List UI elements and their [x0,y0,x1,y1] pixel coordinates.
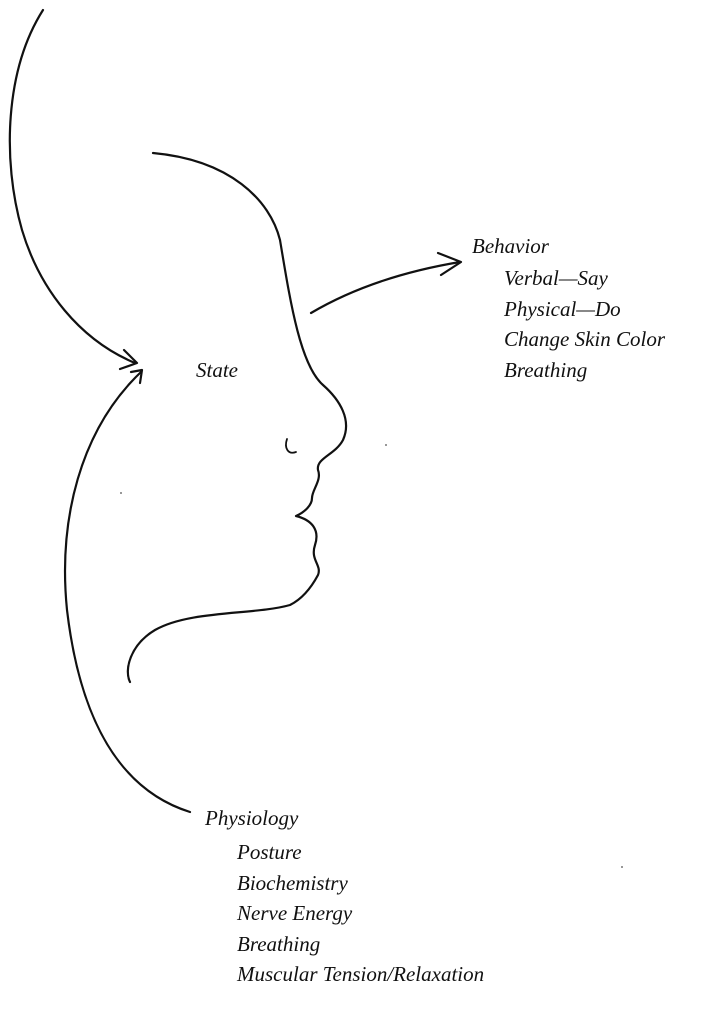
behavior-item: Verbal—Say [504,263,665,294]
state-label: State [196,360,238,381]
behavior-title: Behavior [472,236,549,257]
physiology-list: Posture Biochemistry Nerve Energy Breath… [237,837,484,990]
eye-mark [286,439,296,453]
face-profile [128,153,346,682]
physiology-item: Muscular Tension/Relaxation [237,959,484,990]
physiology-to-state-arrow [65,372,190,812]
scan-speck [120,492,122,494]
physiology-item: Nerve Energy [237,898,484,929]
state-to-behavior-arrow [311,262,460,313]
behavior-item: Breathing [504,355,665,386]
behavior-item: Change Skin Color [504,324,665,355]
physiology-title: Physiology [205,808,298,829]
physiology-item: Biochemistry [237,868,484,899]
behavior-list: Verbal—Say Physical—Do Change Skin Color… [504,263,665,385]
physiology-item: Posture [237,837,484,868]
scan-speck [385,444,387,446]
scan-speck [621,866,623,868]
physiology-item: Breathing [237,929,484,960]
top-incoming-arrow [10,10,135,363]
behavior-item: Physical—Do [504,294,665,325]
